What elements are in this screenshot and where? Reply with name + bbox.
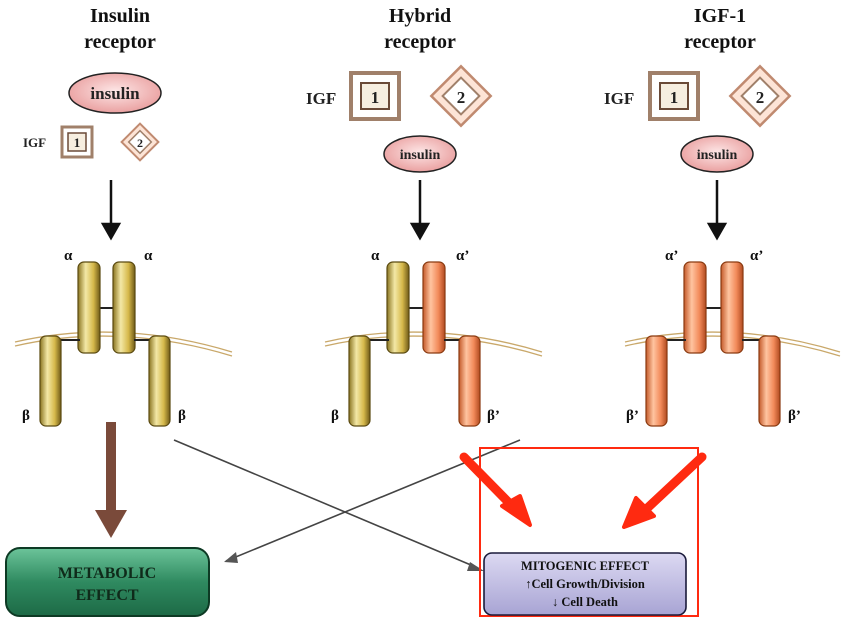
beta-prime-subunit-right: [758, 335, 781, 427]
alpha-label: α: [144, 248, 153, 264]
insulin-label: insulin: [90, 84, 140, 103]
arrowhead-icon: [622, 496, 656, 529]
alpha-prime-subunit-left: [683, 261, 707, 354]
igf1-square-icon: 1: [648, 71, 700, 121]
insulin-ligand-large: insulin: [68, 72, 162, 114]
beta-subunit-left: [39, 335, 62, 427]
beta-subunit-left: [348, 335, 371, 427]
igf-ligand-group-igf1: IGF 1 2: [604, 64, 792, 128]
svg-text:1: 1: [670, 88, 679, 107]
igf-label: IGF: [604, 89, 634, 108]
beta-prime-label: β’: [626, 408, 639, 424]
column-title-insulin-receptor: Insulin receptor: [84, 5, 156, 53]
arrowhead-icon: [409, 222, 431, 241]
igf2-number: 2: [756, 88, 765, 107]
mitogenic-title: MITOGENIC EFFECT: [521, 559, 650, 573]
binding-arrows: [100, 180, 728, 241]
beta-prime-label: β’: [487, 408, 500, 424]
insulin-to-mitogenic-arrow: [173, 439, 479, 569]
alpha-subunit-left: [77, 261, 101, 354]
insulin-ligand-hybrid: insulin: [383, 135, 457, 173]
igf1-receptor-structure: α’ α’ β’ β’: [626, 248, 801, 427]
beta-prime-subunit-left: [645, 335, 668, 427]
igf-label: IGF: [23, 135, 46, 150]
alpha-subunit-right: [112, 261, 136, 354]
column-title-igf1-receptor: IGF-1 receptor: [684, 5, 756, 53]
column-title-hybrid-receptor: Hybrid receptor: [384, 5, 456, 53]
svg-text:1: 1: [371, 88, 380, 107]
insulin-label: insulin: [697, 148, 738, 163]
metabolic-label-line2: EFFECT: [75, 587, 138, 604]
alpha-label: α: [371, 248, 380, 264]
igf-ligand-group-small: IGF 1 2: [23, 122, 160, 162]
arrowhead-icon: [500, 494, 532, 527]
igf2-diamond-icon: [120, 122, 160, 162]
arrowhead-icon: [224, 552, 238, 563]
arrowhead-icon: [467, 562, 484, 571]
metabolic-effect-box: METABOLIC EFFECT: [5, 547, 210, 617]
beta-prime-label: β’: [788, 408, 801, 424]
red-highlight-arrows: [459, 452, 707, 529]
alpha-prime-label: α’: [456, 248, 469, 264]
arrowhead-icon: [706, 222, 728, 241]
alpha-prime-subunit-right: [720, 261, 744, 354]
title-line1: Hybrid: [389, 5, 451, 27]
mitogenic-effect-box: MITOGENIC EFFECT ↑Cell Growth/Division ↓…: [483, 552, 687, 616]
igf2-number: 2: [457, 88, 466, 107]
title-line1: IGF-1: [694, 5, 746, 27]
igf-ligand-group-hybrid: IGF 1 2: [306, 64, 493, 128]
hybrid-to-metabolic-arrow: [225, 439, 521, 562]
title-line2: receptor: [684, 31, 756, 53]
igf-label: IGF: [306, 89, 336, 108]
igf1-square-icon: 1: [349, 71, 401, 121]
brown-arrow-to-metabolic: [95, 422, 127, 538]
beta-label: β: [22, 408, 30, 424]
mitogenic-cell-growth: ↑Cell Growth/Division: [525, 577, 645, 591]
title-line2: receptor: [84, 31, 156, 53]
insulin-receptor-structure: α α β β: [22, 248, 186, 427]
insulin-ligand-igf1: insulin: [680, 135, 754, 173]
alpha-prime-label: α’: [665, 248, 678, 264]
hybrid-receptor-structure: α α’ β β’: [331, 248, 500, 427]
beta-prime-subunit-right: [458, 335, 481, 427]
alpha-prime-subunit-right: [422, 261, 446, 354]
highlight-frame: [479, 447, 699, 617]
title-line2: receptor: [384, 31, 456, 53]
title-line1: Insulin: [90, 5, 150, 27]
alpha-prime-label: α’: [750, 248, 763, 264]
beta-subunit-right: [148, 335, 171, 427]
alpha-label: α: [64, 248, 73, 264]
metabolic-label-line1: METABOLIC: [58, 565, 156, 582]
igf2-diamond-icon: [429, 64, 493, 128]
igf2-diamond-icon: [728, 64, 792, 128]
svg-text:1: 1: [74, 135, 81, 150]
igf2-number: 2: [137, 136, 143, 150]
beta-label: β: [331, 408, 339, 424]
insulin-label: insulin: [400, 148, 441, 163]
beta-label: β: [178, 408, 186, 424]
arrowhead-icon: [100, 222, 122, 241]
igf1-square-icon: 1: [60, 125, 94, 159]
alpha-subunit-left: [386, 261, 410, 354]
mitogenic-cell-death: ↓ Cell Death: [552, 595, 618, 609]
